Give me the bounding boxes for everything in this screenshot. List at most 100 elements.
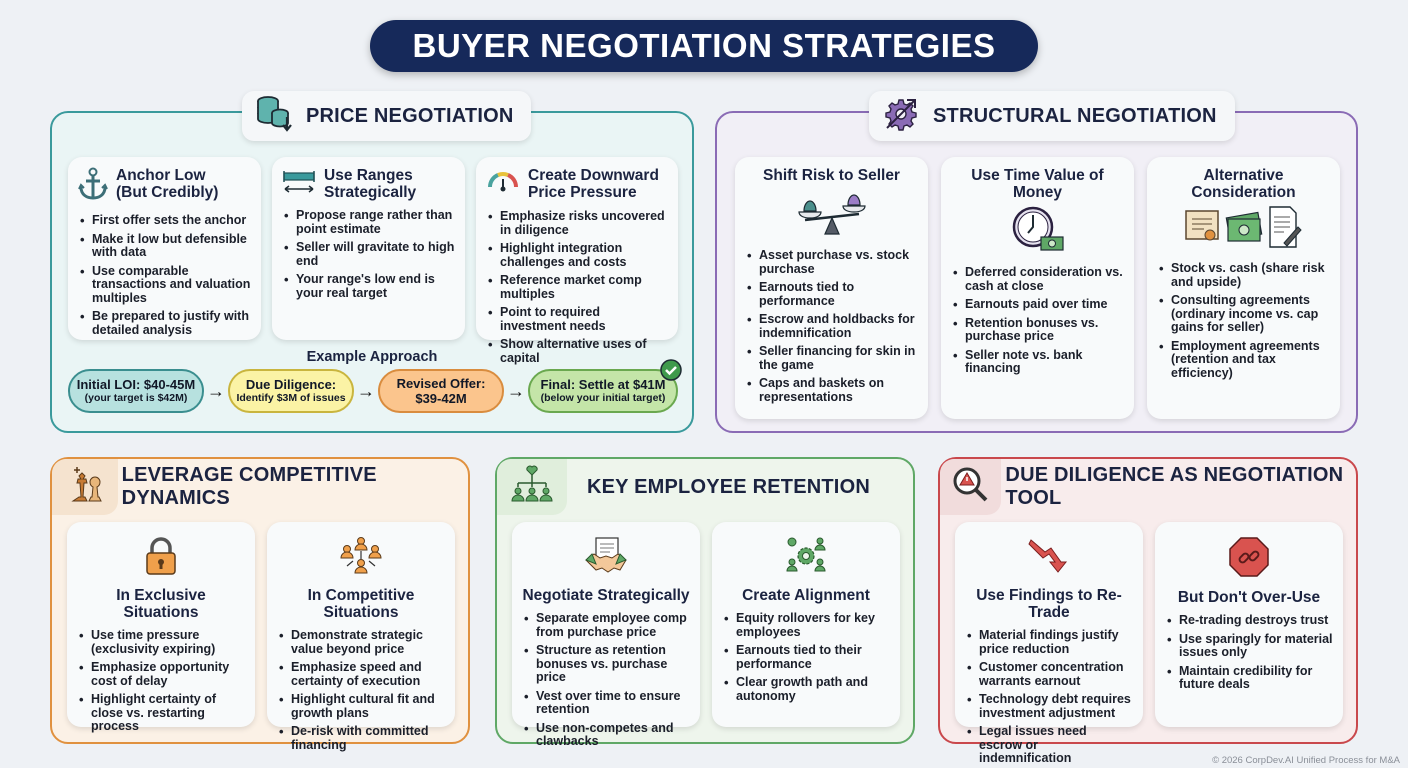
structural-negotiation-panel: STRUCTURAL NEGOTIATION Shift Risk to Sel… bbox=[715, 91, 1358, 433]
bullet-item: Asset purchase vs. stock purchase bbox=[745, 248, 918, 276]
bullet-item: Material findings justify price reductio… bbox=[965, 628, 1133, 656]
time-value-card: Use Time Value of Money Deferred conside… bbox=[941, 157, 1134, 419]
due-diligence-header: DUE DILIGENCE AS NEGOTIATION TOOL bbox=[940, 459, 1356, 515]
bullet-item: Caps and baskets on representations bbox=[745, 376, 918, 404]
bullet-item: Escrow and holdbacks for indemnification bbox=[745, 312, 918, 340]
card-title: Use Findings to Re-Trade bbox=[976, 587, 1122, 621]
bullet-item: Customer concentration warrants earnout bbox=[965, 660, 1133, 688]
bullet-item: Stock vs. cash (share risk and upside) bbox=[1157, 261, 1330, 289]
employee-retention-panel: KEY EMPLOYEE RETENTION Negotiate Strateg… bbox=[495, 457, 915, 748]
down-trend-arrow-icon bbox=[1027, 536, 1071, 581]
card-title: Anchor Low bbox=[116, 167, 206, 184]
bullet-item: Emphasize opportunity cost of delay bbox=[77, 660, 245, 688]
card-title: In Exclusive Situations bbox=[116, 587, 206, 621]
flow-step-due-diligence: Due Diligence: Identify $3M of issues bbox=[228, 369, 354, 413]
bullet-item: Use sparingly for material issues only bbox=[1165, 632, 1333, 660]
competitive-dynamics-panel: LEVERAGE COMPETITIVE DYNAMICS In Exclusi… bbox=[50, 457, 470, 751]
bullet-item: Seller financing for skin in the game bbox=[745, 344, 918, 372]
certificate-cash-contract-icon bbox=[1184, 205, 1304, 254]
employee-retention-title: KEY EMPLOYEE RETENTION bbox=[587, 475, 870, 498]
flow-step-label: Initial LOI: $40-45M bbox=[76, 377, 196, 392]
create-alignment-card: Create Alignment Equity rollovers for ke… bbox=[712, 522, 900, 727]
flow-step-final: Final: Settle at $41M (below your initia… bbox=[528, 359, 682, 413]
bullet-item: Emphasize risks uncovered in diligence bbox=[486, 209, 668, 237]
competing-people-icon bbox=[339, 536, 383, 581]
bullet-item: Consulting agreements (ordinary income v… bbox=[1157, 293, 1330, 335]
bullet-item: Separate employee comp from purchase pri… bbox=[522, 611, 690, 639]
bullet-item: Legal issues need escrow or indemnificat… bbox=[965, 724, 1133, 766]
flow-step-label: Revised Offer: bbox=[396, 376, 486, 391]
bullet-item: Demonstrate strategic value beyond price bbox=[277, 628, 445, 656]
due-diligence-panel: DUE DILIGENCE AS NEGOTIATION TOOL Use Fi… bbox=[938, 457, 1358, 765]
bullet-item: Be prepared to justify with detailed ana… bbox=[78, 309, 251, 337]
bullet-item: First offer sets the anchor bbox=[78, 213, 251, 228]
alternative-consideration-card: Alternative Consideration Stock vs. cash… bbox=[1147, 157, 1340, 419]
flow-step-sublabel: Identify $3M of issues bbox=[236, 392, 346, 404]
bullet-item: Seller note vs. bank financing bbox=[951, 348, 1124, 376]
chess-pieces-icon bbox=[65, 465, 105, 510]
bullet-item: Seller will gravitate to high end bbox=[282, 240, 455, 268]
shift-risk-card: Shift Risk to Seller Asset purchase vs. … bbox=[735, 157, 928, 419]
bullet-item: Employment agreements (retention and tax… bbox=[1157, 339, 1330, 381]
due-diligence-title: DUE DILIGENCE AS NEGOTIATION TOOL bbox=[1005, 464, 1344, 509]
magnifier-warning-icon bbox=[951, 465, 991, 510]
bullet-list: Separate employee comp from purchase pri… bbox=[522, 611, 690, 749]
bullet-list: Stock vs. cash (share risk and upside) C… bbox=[1157, 261, 1330, 381]
bullet-list: First offer sets the anchor Make it low … bbox=[78, 213, 251, 337]
bullet-item: Vest over time to ensure retention bbox=[522, 689, 690, 717]
bullet-item: Use time pressure (exclusivity expiring) bbox=[77, 628, 245, 656]
gauge-icon bbox=[486, 167, 520, 202]
bullet-item: Highlight certainty of close vs. restart… bbox=[77, 692, 245, 734]
bullet-item: Emphasize speed and certainty of executi… bbox=[277, 660, 445, 688]
bullet-list: Deferred consideration vs. cash at close… bbox=[951, 265, 1124, 376]
flow-step-revised-offer: Revised Offer: $39-42M bbox=[378, 369, 504, 413]
bullet-item: Re-trading destroys trust bbox=[1165, 613, 1333, 628]
bullet-list: Propose range rather than point estimate… bbox=[282, 208, 455, 300]
employee-retention-header: KEY EMPLOYEE RETENTION bbox=[497, 459, 870, 515]
copyright-footer: © 2026 CorpDev.AI Unified Process for M&… bbox=[1212, 755, 1400, 766]
structural-negotiation-header: STRUCTURAL NEGOTIATION bbox=[869, 91, 1235, 141]
bullet-list: Demonstrate strategic value beyond price… bbox=[277, 628, 445, 752]
coins-down-icon bbox=[254, 95, 294, 138]
card-subtitle: Price Pressure bbox=[528, 184, 637, 201]
price-negotiation-title: PRICE NEGOTIATION bbox=[306, 104, 514, 127]
bullet-list: Emphasize risks uncovered in diligence H… bbox=[486, 209, 668, 365]
use-ranges-card: Use Ranges Strategically Propose range r… bbox=[272, 157, 465, 340]
bullet-item: Highlight integration challenges and cos… bbox=[486, 241, 668, 269]
bullet-item: Reference market comp multiples bbox=[486, 273, 668, 301]
bullet-item: Structure as retention bonuses vs. purch… bbox=[522, 643, 690, 685]
page-title-banner: BUYER NEGOTIATION STRATEGIES bbox=[370, 20, 1038, 72]
card-title: Use Ranges bbox=[324, 167, 413, 184]
checkmark-icon bbox=[660, 359, 682, 386]
competitive-dynamics-header: LEVERAGE COMPETITIVE DYNAMICS bbox=[52, 459, 468, 515]
org-heart-icon bbox=[510, 465, 554, 510]
use-findings-card: Use Findings to Re-Trade Material findin… bbox=[955, 522, 1143, 765]
flow-step-label: Final: Settle at $41M bbox=[540, 377, 666, 392]
bullet-list: Asset purchase vs. stock purchase Earnou… bbox=[745, 248, 918, 404]
card-title: Create Downward bbox=[528, 167, 659, 184]
arrow-right-icon: → bbox=[357, 380, 375, 401]
bullet-list: Equity rollovers for key employees Earno… bbox=[722, 611, 890, 703]
bullet-item: Use non-competes and clawbacks bbox=[522, 721, 690, 749]
competitive-situations-card: In Competitive Situations Demonstrate st… bbox=[267, 522, 455, 751]
bullet-list: Re-trading destroys trust Use sparingly … bbox=[1165, 613, 1333, 692]
flow-step-label: Due Diligence: bbox=[245, 377, 337, 392]
bullet-item: Use comparable transactions and valuatio… bbox=[78, 264, 251, 306]
card-title: Negotiate Strategically bbox=[522, 587, 690, 604]
bullet-item: Your range's low end is your real target bbox=[282, 272, 455, 300]
competitive-dynamics-title: LEVERAGE COMPETITIVE DYNAMICS bbox=[121, 464, 377, 509]
price-negotiation-panel: PRICE NEGOTIATION Anchor Low (But Credib… bbox=[50, 91, 694, 433]
negotiate-strategically-card: Negotiate Strategically Separate employe… bbox=[512, 522, 700, 748]
stop-broken-chain-icon bbox=[1228, 536, 1270, 583]
card-title: But Don't Over-Use bbox=[1177, 589, 1321, 606]
bullet-list: Use time pressure (exclusivity expiring)… bbox=[77, 628, 245, 734]
card-subtitle: Strategically bbox=[324, 184, 417, 201]
bullet-item: Retention bonuses vs. purchase price bbox=[951, 316, 1124, 344]
flow-step-sublabel: (your target is $42M) bbox=[84, 392, 188, 404]
card-title: In Competitive Situations bbox=[307, 587, 415, 621]
example-approach-flow: Initial LOI: $40-45M (your target is $42… bbox=[68, 359, 682, 413]
anchor-icon bbox=[78, 167, 108, 206]
page-title: BUYER NEGOTIATION STRATEGIES bbox=[412, 27, 996, 64]
flow-step-sublabel: (below your initial target) bbox=[540, 392, 666, 404]
card-title: Create Alignment bbox=[742, 587, 870, 604]
